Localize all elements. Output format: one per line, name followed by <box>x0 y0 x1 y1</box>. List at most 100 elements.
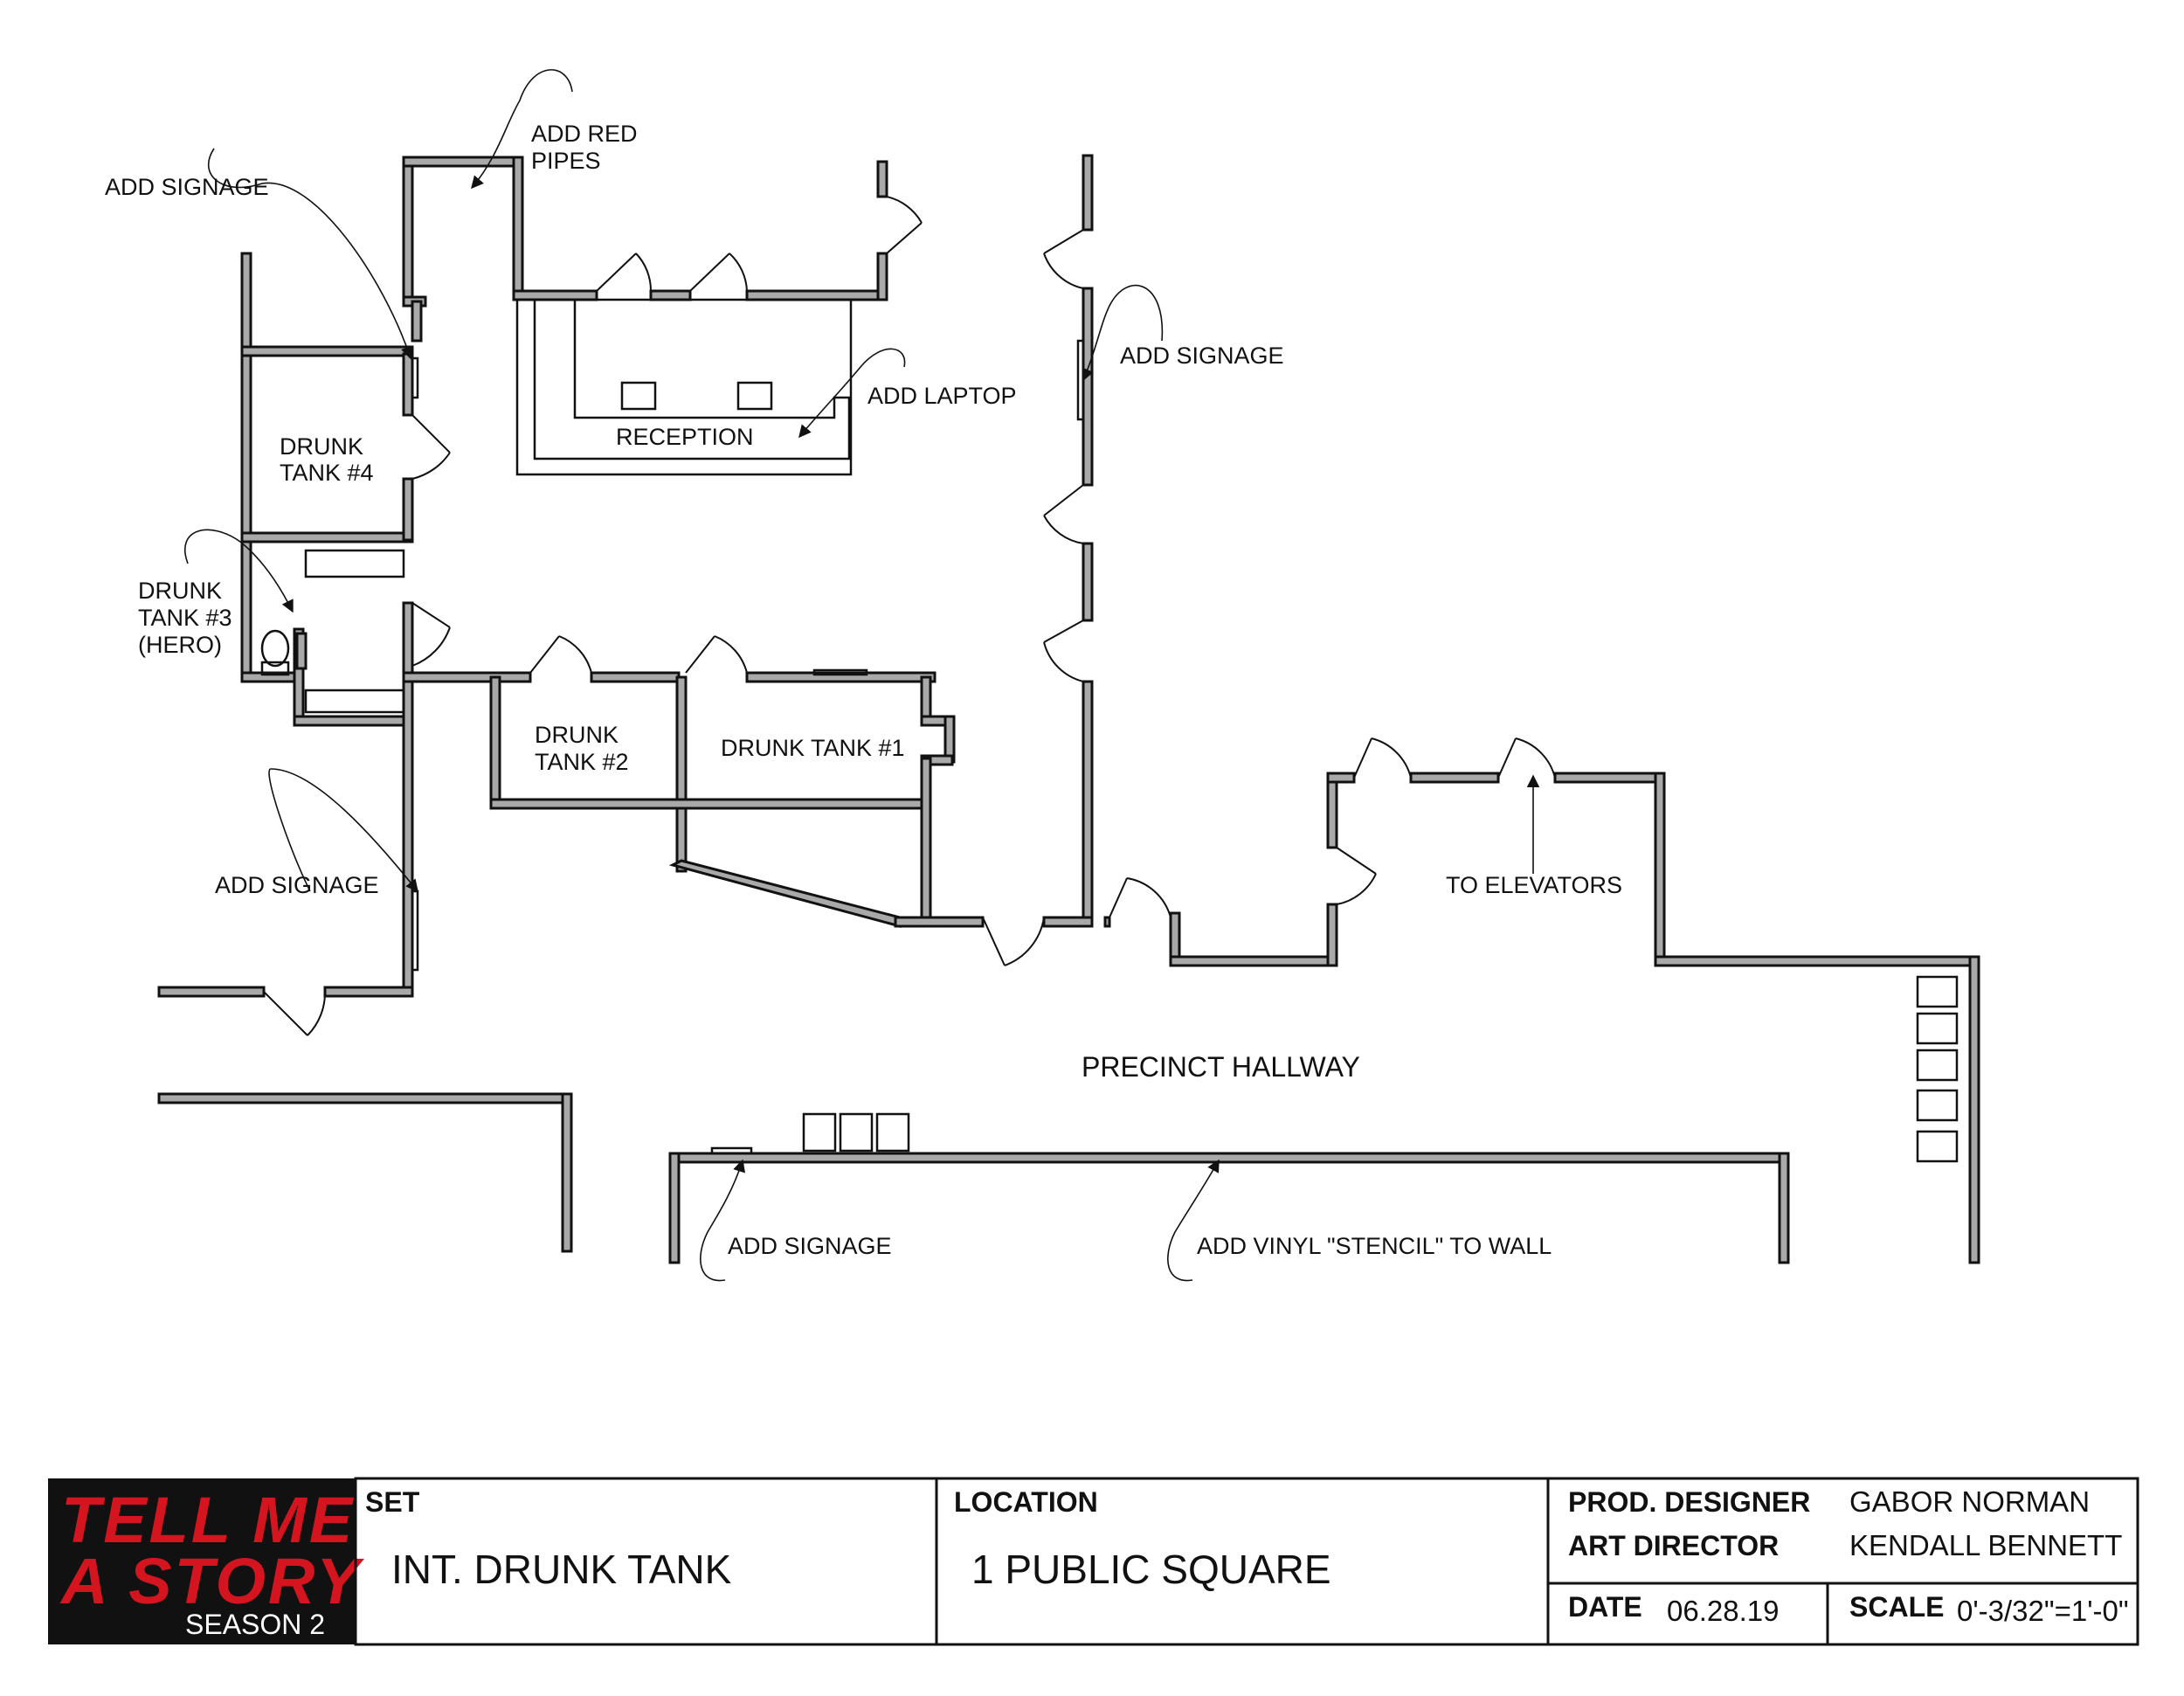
chair <box>1916 1012 1959 1045</box>
leader-add-vinyl-stencil <box>1167 1159 1220 1282</box>
wall-segment <box>668 1152 1790 1164</box>
wall-segment <box>1778 1152 1790 1264</box>
wall-segment <box>402 352 414 417</box>
art-director-value: KENDALL BENNETT <box>1849 1529 2122 1561</box>
label-drunk-tank-2-line1: DRUNK <box>535 722 619 748</box>
wall-segment <box>1082 680 1094 928</box>
reception-stool <box>620 381 657 411</box>
wall-segment <box>512 156 524 299</box>
prod-designer-label: PROD. DESIGNER <box>1568 1486 1810 1518</box>
wall-segment <box>1169 955 1338 967</box>
leader-add-signage-lower-left <box>268 768 418 893</box>
wall-segment <box>1082 542 1094 622</box>
wall-segment <box>240 345 414 357</box>
door-swing <box>1043 229 1084 289</box>
door-swing <box>1109 877 1171 918</box>
title-block: TELL ME A STORY SEASON 2 SET INT. DRUNK … <box>48 1477 2139 1646</box>
wall-segment <box>1082 287 1094 487</box>
door-swing <box>689 253 748 292</box>
location-label: LOCATION <box>954 1486 1098 1518</box>
doors <box>263 196 1556 1036</box>
date-value: 06.28.19 <box>1667 1595 1779 1627</box>
door-swing <box>263 991 327 1036</box>
wall-segment <box>1968 955 1980 1264</box>
label-add-signage-bottom: ADD SIGNAGE <box>728 1233 892 1259</box>
door-swing <box>411 602 451 667</box>
door-swing <box>685 635 748 674</box>
wall-segment <box>157 1092 573 1104</box>
label-drunk-tank-3-line1: DRUNK <box>138 578 222 604</box>
wall-segment <box>668 859 902 928</box>
scale-label: SCALE <box>1849 1591 1944 1623</box>
location-value: 1 PUBLIC SQUARE <box>971 1547 1331 1592</box>
label-precinct-hallway: PRECINCT HALLWAY <box>1082 1051 1360 1083</box>
art-director-label: ART DIRECTOR <box>1568 1530 1779 1561</box>
wall-segment <box>745 289 888 301</box>
hallway-chairs <box>802 975 1959 1163</box>
wall-segment <box>1654 955 1980 967</box>
date-label: DATE <box>1568 1591 1642 1623</box>
leader-add-laptop <box>798 348 906 439</box>
door-swing <box>529 635 592 674</box>
scale-value: 0'-3/32"=1'-0" <box>1957 1595 2129 1627</box>
door-swing <box>886 196 923 254</box>
logo-background <box>48 1478 356 1644</box>
wall-segment <box>489 675 501 810</box>
label-drunk-tank-3-line2: TANK #3 <box>138 605 232 631</box>
label-add-vinyl-stencil: ADD VINYL "STENCIL" TO WALL <box>1197 1233 1552 1259</box>
chair <box>802 1112 837 1153</box>
chair <box>839 1112 874 1153</box>
door-swing <box>1353 737 1412 779</box>
wall-segment <box>1082 154 1094 232</box>
wall-segment <box>1103 916 1111 928</box>
wall-segment <box>920 757 932 928</box>
label-add-signage-top-left: ADD SIGNAGE <box>105 174 269 200</box>
walls <box>157 154 1980 1264</box>
label-reception: RECEPTION <box>616 424 754 450</box>
reception-desk <box>515 298 853 476</box>
label-add-signage-right: ADD SIGNAGE <box>1120 343 1284 369</box>
label-drunk-tank-4-line2: TANK #4 <box>280 460 374 486</box>
wall-segment <box>512 289 598 301</box>
wall-segment <box>675 675 688 873</box>
tank-3-fixtures <box>260 549 405 714</box>
wall-segment <box>1326 772 1356 784</box>
door-swing <box>1043 620 1084 682</box>
label-drunk-tank-3-line3: (HERO) <box>138 632 222 658</box>
wall-segment <box>402 477 414 542</box>
wall-segment <box>876 252 888 301</box>
wall-segment <box>1409 772 1500 784</box>
chair <box>1916 1049 1959 1082</box>
door-swing <box>411 414 451 480</box>
wall-segment <box>240 531 414 543</box>
chair <box>1916 975 1959 1008</box>
label-add-red-pipes-line2: PIPES <box>531 148 601 174</box>
door-swing <box>1497 737 1556 779</box>
wall-segment <box>561 1092 573 1253</box>
label-add-laptop: ADD LAPTOP <box>867 383 1017 409</box>
annotation-labels: ADD SIGNAGE ADD RED PIPES ADD SIGNAGE AD… <box>105 121 1622 1259</box>
logo-season: SEASON 2 <box>185 1609 325 1640</box>
wall-segment <box>157 986 266 998</box>
label-drunk-tank-2-line2: TANK #2 <box>535 749 629 775</box>
wall-segment <box>323 986 414 998</box>
wall-segment <box>590 671 681 683</box>
wall-segment <box>489 798 930 810</box>
chair <box>1916 1130 1959 1163</box>
wall-segment <box>1042 916 1094 928</box>
wall-segment <box>920 675 932 723</box>
reception-stool <box>736 381 773 411</box>
wall-segment <box>876 160 888 198</box>
leader-add-signage-right <box>1082 284 1164 382</box>
leader-add-red-pipes <box>471 69 573 190</box>
wall-segment <box>240 252 252 683</box>
wall-segment <box>894 916 985 928</box>
toilet-icon <box>260 629 290 668</box>
set-value: INT. DRUNK TANK <box>391 1547 732 1592</box>
logo-line2: A STORY <box>59 1545 364 1617</box>
prod-designer-value: GABOR NORMAN <box>1849 1485 2090 1518</box>
wall-segment <box>293 715 410 727</box>
wall-segment <box>402 680 414 998</box>
wall-segment <box>745 671 936 683</box>
